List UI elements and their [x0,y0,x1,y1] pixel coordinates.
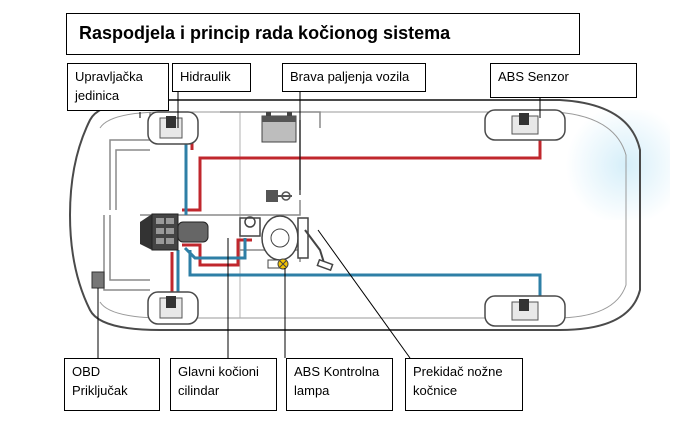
battery [261,112,297,143]
label-ignition-lock: Brava paljenja vozila [282,63,426,92]
wheel-rear-right [484,295,566,327]
ignition-lock-symbol [266,190,292,202]
obd-connector [91,271,105,289]
wheel-front-left [147,111,199,145]
label-abs-warning-lamp: ABS Kontrolna lampa [286,358,393,411]
page-title: Raspodjela i princip rada kočionog siste… [79,23,451,43]
brake-lines-blue [176,138,542,302]
wheel-front-right [147,291,199,325]
master-cylinder [239,215,309,261]
background-glare [560,110,670,220]
label-abs-sensor: ABS Senzor [490,63,637,98]
wheel-rear-left [484,109,566,141]
label-master-cylinder: Glavni kočioni cilindar [170,358,277,411]
label-brake-switch: Prekidač nožne kočnice [405,358,523,411]
label-control-unit: Upravljačka jedinica [67,63,169,111]
abs-warning-lamp [267,258,289,270]
leader-lines [97,91,541,359]
abs-control-unit [140,213,209,251]
title-box: Raspodjela i princip rada kočionog siste… [66,13,580,55]
label-obd-connector: OBD Priključak [64,358,160,411]
car-body-outline [68,99,641,331]
car-body-inner-line [99,111,627,319]
label-hydraulic: Hidraulik [172,63,251,92]
brake-pedal [304,229,334,272]
